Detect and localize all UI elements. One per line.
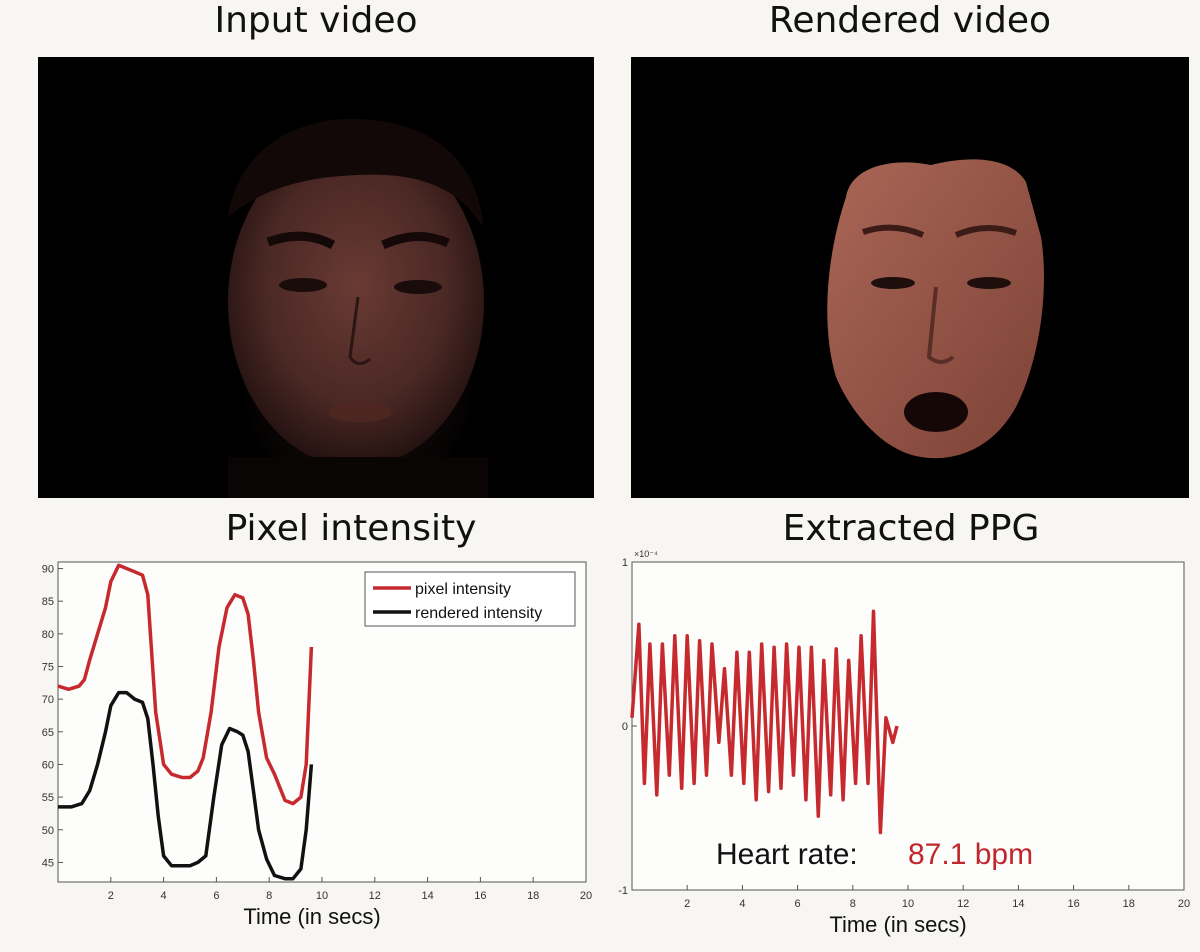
rendered-video-frame (631, 57, 1189, 498)
pixel-intensity-chart: 2 4 6 8 10 12 14 16 18 20 45 50 55 60 65 70 75 80 85 90Time… (42, 561, 592, 929)
heart-rate-label: Heart rate: (716, 838, 858, 871)
heart-rate-value: 87.1 bpm (908, 838, 1033, 871)
x-tick-label: 20 (1178, 898, 1190, 910)
y-tick-label: -1 (618, 885, 628, 897)
x-axis-label: Time (in secs) (243, 904, 380, 929)
x-tick-label: 16 (474, 890, 486, 902)
x-tick-label: 10 (316, 890, 328, 902)
input-video-frame (38, 57, 594, 498)
series-line-1 (630, 609, 899, 835)
y-tick-label: 90 (42, 564, 54, 576)
series-line-2 (58, 690, 314, 881)
x-tick-label: 16 (1067, 898, 1079, 910)
y-tick-label: 70 (42, 694, 54, 706)
y-tick-label: 55 (42, 792, 54, 804)
legend-label-2: rendered intensity (415, 605, 542, 622)
x-tick-label: 8 (850, 898, 856, 910)
y-tick-label: 75 (42, 661, 54, 673)
y-tick-label: 0 (622, 721, 628, 733)
face-photo (228, 118, 488, 498)
x-tick-label: 6 (213, 890, 219, 902)
y-tick-label: 50 (42, 825, 54, 837)
x-tick-label: 10 (902, 898, 914, 910)
y-tick-label: 60 (42, 759, 54, 771)
legend (364, 571, 576, 627)
x-tick-label: 4 (739, 898, 745, 910)
y-tick-label: 80 (42, 629, 54, 641)
x-tick-label: 18 (527, 890, 539, 902)
y-exponent-label: ×10⁻⁴ (634, 549, 658, 559)
legend-label-1: pixel intensity (415, 581, 511, 598)
input-video-title: Input video (214, 0, 418, 41)
x-axis-label: Time (in secs) (829, 912, 966, 937)
y-tick-label: 1 (622, 557, 628, 569)
x-tick-label: 20 (580, 890, 592, 902)
extracted-ppg-title: Extracted PPG (782, 508, 1040, 549)
plot-area (631, 561, 1185, 891)
rendered-face-mesh (827, 159, 1044, 459)
x-tick-label: 14 (1012, 898, 1024, 910)
y-tick-label: 65 (42, 727, 54, 739)
pixel-intensity-title: Pixel intensity (225, 508, 477, 549)
x-tick-label: 4 (161, 890, 167, 902)
x-tick-label: 6 (795, 898, 801, 910)
x-tick-label: 2 (108, 890, 114, 902)
y-tick-label: 45 (42, 857, 54, 869)
x-tick-label: 8 (266, 890, 272, 902)
x-tick-label: 14 (421, 890, 433, 902)
x-tick-label: 12 (957, 898, 969, 910)
x-tick-label: 12 (369, 890, 381, 902)
x-tick-label: 18 (1123, 898, 1135, 910)
y-tick-label: 85 (42, 596, 54, 608)
rendered-video-title: Rendered video (768, 0, 1052, 41)
series-line-1 (57, 563, 314, 806)
x-tick-label: 2 (684, 898, 690, 910)
